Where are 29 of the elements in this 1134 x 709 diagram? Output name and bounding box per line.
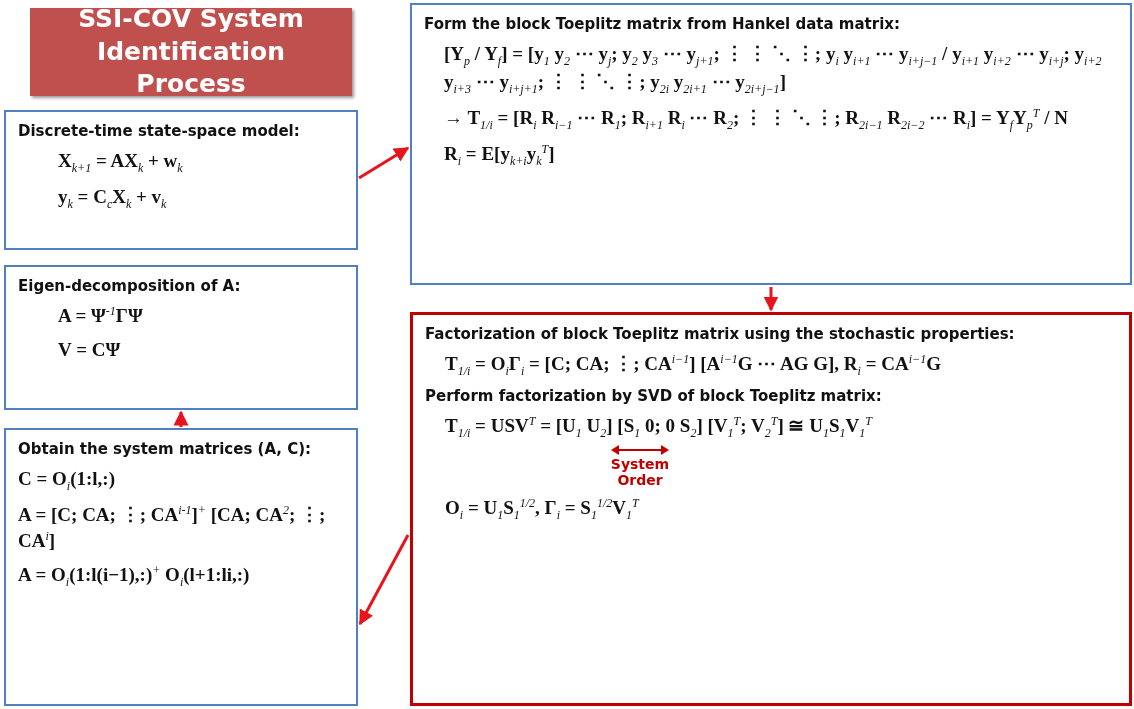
box-heading: Discrete-time state-space model: xyxy=(18,122,301,140)
equation: A = [C; CA; ⋮; CA$^{i-1}$]$^{+}$ [CA; CA$^{2}$; ⋮; CA$^{i}$] xyxy=(18,502,327,554)
annotation-label: System Order xyxy=(609,455,671,490)
equation: V = CΨ xyxy=(58,337,122,362)
arrow xyxy=(358,146,410,180)
title-text: SSI-COV System Identification Process xyxy=(77,3,305,101)
equation: y$_{k}$ = C$_{c}$X$_{k}$ + v$_{k}$ xyxy=(58,185,168,212)
box-heading: Obtain the system matrices (A, C): xyxy=(18,440,313,458)
process-box xyxy=(410,312,1132,706)
box-heading: Form the block Toeplitz matrix from Hankel data matrix: xyxy=(424,15,901,33)
equation: T$_{1/i}$ = O$_{i}$Γ$_{i}$ = [C; CA; ⋮; CA$^{i−1}$] [A$^{i−1}$G ⋯ AG G], R$_{i}$ = CA$^{i−1}$G xyxy=(445,351,942,380)
box-heading: Factorization of block Toeplitz matrix using the stochastic properties: xyxy=(425,325,1016,343)
arrow xyxy=(763,287,779,312)
arrow xyxy=(173,410,189,427)
title-banner xyxy=(30,8,352,96)
equation: [Y$_{p}$ / Y$_{f}$] = [y$_{1}$ y$_{2}$ ⋯ y$_{j}$; y$_{2}$ y$_{3}$ ⋯ y$_{j+1}$; ⋮ ⋮ ⋱ ⋮; y$_{i}$ y$_{i+1}$ ⋯ y$_{i+j−1}$ / y$_{i+1}$ y$_{i+2}$ ⋯ y$_{i+j}$; y$_{i+2}$ y$_{i+3}$ ⋯ y$_{i+j+1}$; ⋮ ⋮ ⋱ ⋮; y$_{2i}$ y$_{2i+1}$ ⋯ y$_{2i+j−1}$] xyxy=(444,42,1103,97)
equation: A = O$_{i}$(1:l(i−1),:)$^{+}$ O$_{i}$(l+1:li,:) xyxy=(18,561,251,591)
arrow xyxy=(358,534,410,626)
box-heading: Perform factorization by SVD of block Toeplitz matrix: xyxy=(425,387,883,406)
process-box xyxy=(4,428,358,706)
equation: C = O$_{i}$(1:l,:) xyxy=(18,467,116,494)
process-box xyxy=(4,110,358,250)
process-box xyxy=(4,265,358,410)
equation: → T$_{1/i}$ = [R$_{i}$ R$_{i−1}$ ⋯ R$_{1}$; R$_{i+1}$ R$_{i}$ ⋯ R$_{2}$; ⋮ ⋮ ⋱ ⋮; R$_{2i−1}$ R$_{2i−2}$ ⋯ R$_{i}$] = Y$_{f}$Y$_{p}$$^{T}$ / N xyxy=(444,104,1069,134)
process-box xyxy=(410,3,1132,285)
equation: X$_{k+1}$ = AX$_{k}$ + w$_{k}$ xyxy=(58,149,184,176)
equation: A = Ψ$^{-1}$ΓΨ xyxy=(58,303,144,329)
box-heading: Eigen-decomposition of A: xyxy=(18,277,242,295)
equation: R$_{i}$ = E[y$_{k+i}$y$_{k}$$^{T}$] xyxy=(444,141,556,170)
